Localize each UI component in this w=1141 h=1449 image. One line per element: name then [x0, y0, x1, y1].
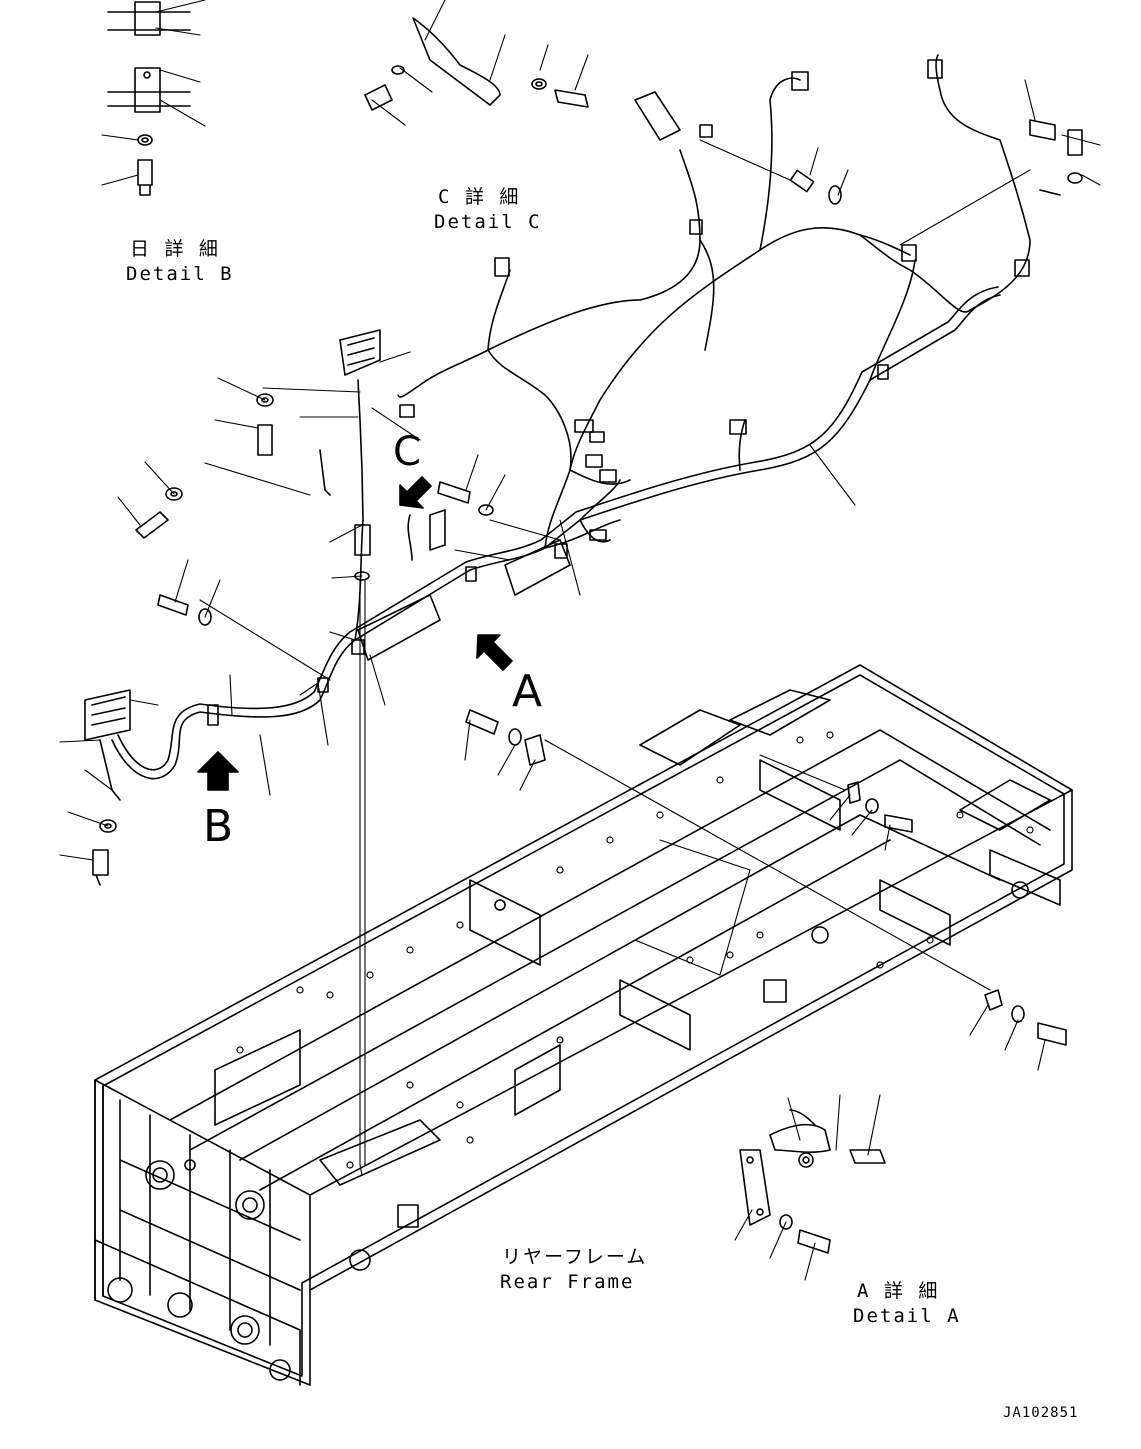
detail-b-title-en: Detail B [126, 263, 234, 285]
detail-a-title-jp: A 詳 細 [857, 1280, 940, 1302]
detail-a-title-en: Detail A [853, 1305, 961, 1327]
rear-frame-title-en: Rear Frame [500, 1271, 635, 1293]
arrow-c-icon [399, 476, 432, 509]
rear-frame-title-jp: リヤーフレーム [502, 1246, 648, 1268]
arrow-a-icon [476, 634, 513, 671]
rear-frame [94, 664, 1073, 1386]
protective-covers [357, 539, 571, 661]
drawing-code: JA102851 [1003, 1405, 1079, 1421]
main-harness [84, 54, 1031, 801]
detail-b-title-jp: 日 詳 細 [130, 238, 220, 260]
view-marker-a: A [512, 666, 543, 717]
view-marker-b: B [203, 801, 234, 852]
view-marker-c: C [393, 429, 421, 475]
detail-c-title-en: Detail C [434, 211, 542, 233]
view-arrows [197, 476, 513, 791]
leader-lines [59, 0, 1101, 1281]
arrow-b-icon [197, 751, 239, 791]
bolts-and-washers [92, 1, 1083, 1254]
detail-c-title-jp: C 詳 細 [438, 186, 521, 208]
